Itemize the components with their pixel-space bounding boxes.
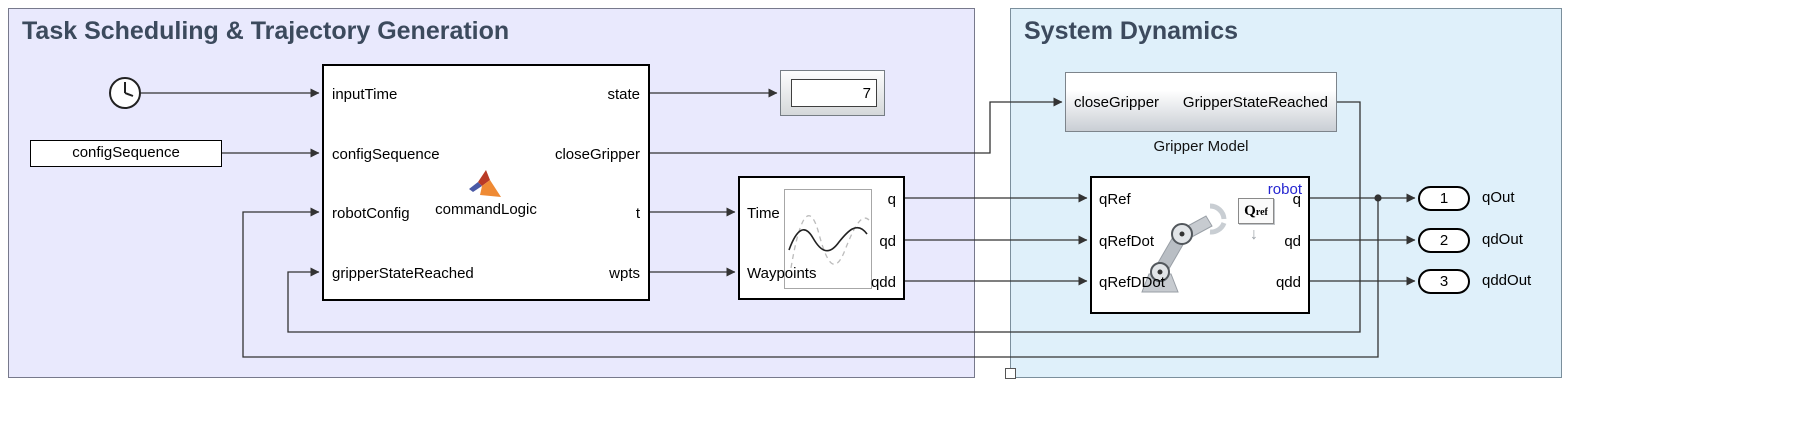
wire-gripperstate-feedback[interactable] xyxy=(287,101,1361,333)
port-robotconfig: robotConfig xyxy=(332,205,410,222)
robot-arm-icon xyxy=(1112,194,1242,298)
down-arrow-icon: ↓ xyxy=(1250,226,1258,243)
display-block[interactable]: 7 xyxy=(780,70,885,116)
port-qref: qRef xyxy=(1099,191,1131,208)
port-q: q xyxy=(887,191,896,208)
region-dynamics-title: System Dynamics xyxy=(1024,17,1239,45)
outport-1-label: qOut xyxy=(1482,189,1515,206)
port-qrefdot: qRefDot xyxy=(1099,233,1155,250)
qref-badge-main: Q xyxy=(1244,203,1256,219)
display-value: 7 xyxy=(791,79,877,107)
trajectory-plot-icon xyxy=(784,189,872,289)
outport-2-label: qdOut xyxy=(1482,231,1523,248)
outport-2[interactable]: 2 xyxy=(1418,228,1470,253)
branch-dot xyxy=(1374,194,1382,202)
port-wpts: wpts xyxy=(609,265,640,282)
qref-badge-sub: ref xyxy=(1255,207,1268,218)
outport-3-number: 3 xyxy=(1439,273,1449,290)
robot-block[interactable]: robot qRef qRefDot qRefDDot q qd qdd Qre… xyxy=(1090,176,1310,314)
port-robot-q: q xyxy=(1292,191,1301,208)
qref-badge: Qref xyxy=(1238,198,1274,224)
outport-2-number: 2 xyxy=(1439,232,1449,249)
matlab-logo-icon xyxy=(468,168,504,200)
port-closegripper-in: closeGripper xyxy=(1074,94,1160,111)
gripper-model-block[interactable]: closeGripper GripperStateReached xyxy=(1065,72,1337,132)
port-gripperstatereached: gripperStateReached xyxy=(332,265,474,282)
clock-icon xyxy=(109,77,141,109)
command-logic-block[interactable]: inputTime configSequence robotConfig gri… xyxy=(322,64,650,301)
port-robot-qd: qd xyxy=(1284,233,1301,250)
wire-robotconfig-feedback[interactable] xyxy=(242,198,1379,358)
trajectory-block[interactable]: Time Waypoints q qd qdd xyxy=(738,176,905,300)
port-qdd: qdd xyxy=(870,274,896,291)
command-logic-label: commandLogic xyxy=(435,201,537,218)
port-state: state xyxy=(607,86,640,103)
port-closegripper: closeGripper xyxy=(554,146,640,163)
port-configsequence: configSequence xyxy=(332,146,440,163)
outport-1[interactable]: 1 xyxy=(1418,186,1470,211)
outport-3-label: qddOut xyxy=(1482,272,1532,289)
port-inputtime: inputTime xyxy=(332,86,398,103)
port-time: Time xyxy=(747,205,780,222)
outport-3[interactable]: 3 xyxy=(1418,269,1470,294)
port-waypoints: Waypoints xyxy=(747,265,817,282)
port-t: t xyxy=(635,205,640,222)
gripper-model-caption: Gripper Model xyxy=(1153,138,1249,155)
config-sequence-label: configSequence xyxy=(72,144,180,161)
clock-block[interactable] xyxy=(107,75,143,111)
wire-closegripper[interactable] xyxy=(650,97,1063,154)
outport-1-number: 1 xyxy=(1439,190,1449,207)
robot-label: robot xyxy=(1267,181,1302,198)
region-task-title: Task Scheduling & Trajectory Generation xyxy=(22,17,510,45)
region-resize-handle[interactable] xyxy=(1005,368,1016,379)
port-qrefddot: qRefDDot xyxy=(1099,274,1165,291)
config-sequence-block[interactable]: configSequence xyxy=(30,140,222,167)
port-robot-qdd: qdd xyxy=(1275,274,1301,291)
port-qd: qd xyxy=(879,233,896,250)
port-gripperstatereached-out: GripperStateReached xyxy=(1182,94,1328,111)
